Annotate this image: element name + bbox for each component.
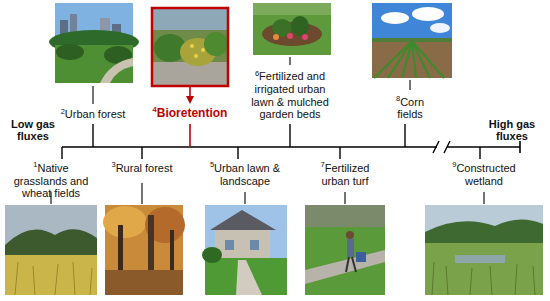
- callout-number: 5: [210, 160, 214, 169]
- callout-number: 1: [33, 160, 37, 169]
- land-use-label: Fertilized urban turf: [321, 162, 369, 187]
- land-use-label: Urban lawn & landscape: [214, 162, 280, 187]
- callout-number: 6: [255, 69, 259, 78]
- gradient-item: 7Fertilized urban turf: [310, 162, 380, 187]
- axis-end-label: High gas fluxes: [483, 118, 541, 143]
- callout-number: 8: [396, 94, 400, 103]
- callout-number: 4: [153, 105, 157, 114]
- gradient-item: 8Corn fields: [386, 96, 434, 121]
- land-use-label: Fertilized and irrigated urban lawn & mu…: [251, 70, 329, 120]
- callout-number: 7: [321, 160, 325, 169]
- gradient-item: 4Bioretention: [148, 107, 232, 121]
- gradient-item: 9Constructed wetland: [444, 162, 524, 187]
- gradient-item: 3Rural forest: [102, 162, 182, 175]
- gradient-item: 1Native grasslands and wheat fields: [6, 162, 96, 200]
- callout-number: 2: [61, 107, 65, 116]
- callout-number: 9: [452, 160, 456, 169]
- land-use-label: Rural forest: [116, 162, 173, 174]
- land-use-label: Native grasslands and wheat fields: [14, 162, 89, 199]
- land-use-label: Bioretention: [157, 106, 228, 120]
- land-use-label: Corn fields: [397, 96, 424, 121]
- land-use-label: Urban forest: [65, 108, 126, 120]
- gradient-item: 5Urban lawn & landscape: [205, 162, 285, 187]
- axis-end-label: Low gas fluxes: [5, 118, 61, 143]
- gradient-item: 2Urban forest: [53, 108, 133, 121]
- callout-number: 3: [111, 160, 115, 169]
- land-use-label: Constructed wetland: [456, 162, 515, 187]
- gradient-item: 6Fertilized and irrigated urban lawn & m…: [247, 70, 333, 121]
